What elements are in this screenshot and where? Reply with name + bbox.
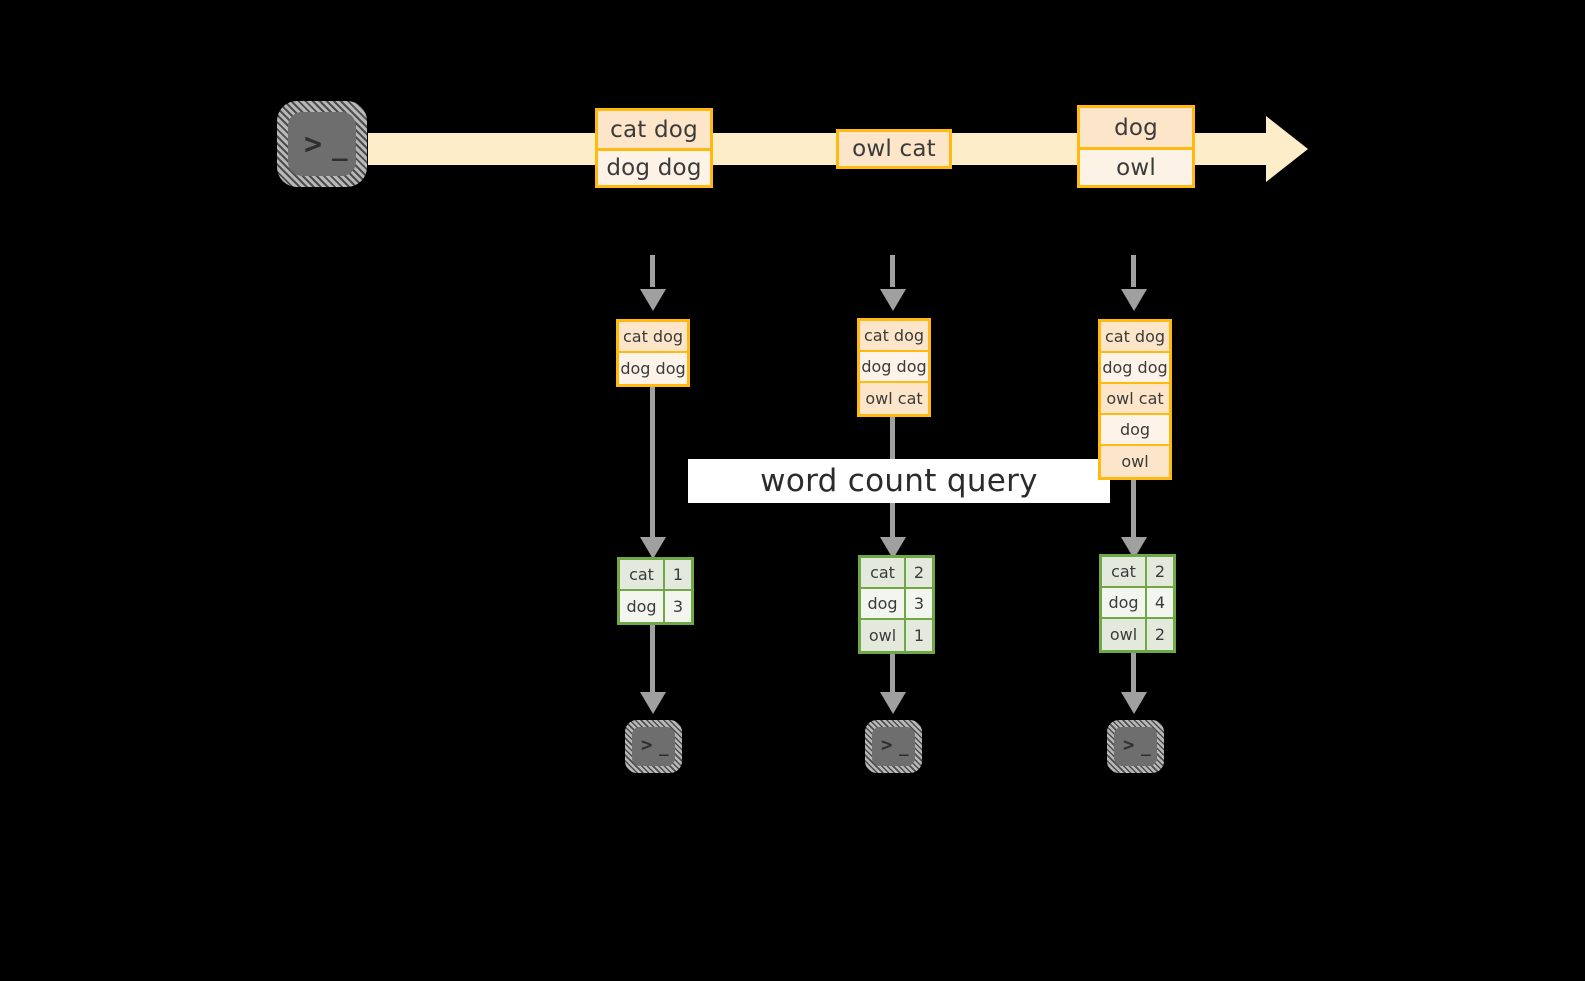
result-word-cell: owl <box>1102 619 1147 650</box>
result-word-cell: cat <box>861 558 906 587</box>
consumer-terminal-icon[interactable]: > _ <box>1107 720 1164 773</box>
snapshot-input-stack[interactable]: cat dog dog dog <box>616 319 690 387</box>
result-table[interactable]: cat 2 dog 4 owl 2 <box>1099 554 1176 653</box>
stream-event-box[interactable]: owl <box>1077 147 1195 188</box>
snapshot-feed-dash <box>1131 255 1136 287</box>
result-count-cell: 2 <box>1147 557 1173 586</box>
terminal-screen <box>1114 727 1157 766</box>
terminal-cursor-glyph: _ <box>659 737 669 756</box>
terminal-prompt-glyph: > <box>881 734 893 756</box>
result-word-cell: dog <box>1102 588 1147 617</box>
query-connector-line <box>1131 478 1136 543</box>
result-count-cell: 4 <box>1147 588 1173 617</box>
query-connector-arrowhead <box>880 537 906 559</box>
snapshot-feed-dash <box>650 255 655 287</box>
snapshot-input-stack[interactable]: cat dog dog dog owl cat <box>857 318 931 417</box>
result-count-cell: 2 <box>906 558 932 587</box>
terminal-cursor-glyph: _ <box>1141 737 1151 756</box>
result-table[interactable]: cat 1 dog 3 <box>617 557 694 625</box>
result-word-cell: owl <box>861 620 906 651</box>
stream-event-box[interactable]: dog <box>1077 105 1195 147</box>
result-connector-arrowhead <box>1121 692 1147 714</box>
result-word-cell: cat <box>620 560 665 589</box>
result-count-cell: 1 <box>665 560 691 589</box>
snapshot-feed-dash <box>890 255 895 287</box>
result-count-cell: 2 <box>1147 619 1173 650</box>
stream-event-box[interactable]: dog dog <box>595 148 713 188</box>
terminal-prompt-glyph: > <box>304 127 323 162</box>
terminal-prompt-glyph: > <box>1123 734 1135 756</box>
terminal-cursor-glyph: _ <box>332 132 348 162</box>
result-word-cell: cat <box>1102 557 1147 586</box>
snapshot-input-row: owl <box>1101 446 1169 477</box>
terminal-screen <box>872 727 915 766</box>
terminal-prompt-glyph: > <box>641 734 653 756</box>
result-connector-arrowhead <box>640 692 666 714</box>
consumer-terminal-icon[interactable]: > _ <box>865 720 922 773</box>
result-row: cat 2 <box>861 558 932 589</box>
result-row: dog 4 <box>1102 588 1173 619</box>
snapshot-feed-arrowhead <box>880 289 906 311</box>
result-row: cat 2 <box>1102 557 1173 588</box>
stream-arrow-head <box>1266 116 1308 182</box>
snapshot-feed-arrowhead <box>1121 289 1147 311</box>
snapshot-input-row: dog dog <box>860 352 928 383</box>
result-count-cell: 1 <box>906 620 932 651</box>
result-table[interactable]: cat 2 dog 3 owl 1 <box>858 555 935 654</box>
query-connector-arrowhead <box>640 537 666 559</box>
result-row: owl 1 <box>861 620 932 651</box>
snapshot-input-row: dog dog <box>619 353 687 384</box>
snapshot-input-row: dog <box>1101 415 1169 446</box>
result-connector-line <box>890 654 895 698</box>
result-count-cell: 3 <box>906 589 932 618</box>
result-connector-line <box>650 624 655 698</box>
stream-event-text: owl <box>1116 154 1156 181</box>
query-connector-line <box>650 385 655 543</box>
snapshot-feed-arrowhead <box>640 289 666 311</box>
terminal-cursor-glyph: _ <box>899 737 909 756</box>
stream-event-text: cat dog <box>610 116 698 143</box>
result-connector-arrowhead <box>880 692 906 714</box>
snapshot-input-row: owl cat <box>860 383 928 414</box>
terminal-screen <box>288 112 356 176</box>
query-label-text: word count query <box>760 463 1038 499</box>
result-row: dog 3 <box>861 589 932 620</box>
query-connector-arrowhead <box>1121 537 1147 559</box>
stream-event-box[interactable]: cat dog <box>595 108 713 148</box>
producer-terminal-icon[interactable]: > _ <box>277 101 367 187</box>
consumer-terminal-icon[interactable]: > _ <box>625 720 682 773</box>
snapshot-input-row: dog dog <box>1101 353 1169 384</box>
stream-event-text: dog <box>1114 114 1158 141</box>
result-word-cell: dog <box>861 589 906 618</box>
snapshot-input-row: cat dog <box>1101 322 1169 353</box>
terminal-screen <box>632 727 675 766</box>
stream-event-box[interactable]: owl cat <box>836 129 952 169</box>
result-connector-line <box>1131 653 1136 698</box>
snapshot-input-row: cat dog <box>619 322 687 353</box>
snapshot-input-row: cat dog <box>860 321 928 352</box>
result-row: dog 3 <box>620 591 691 622</box>
result-word-cell: dog <box>620 591 665 622</box>
stream-event-text: owl cat <box>852 136 936 162</box>
snapshot-input-row: owl cat <box>1101 384 1169 415</box>
snapshot-input-stack[interactable]: cat dog dog dog owl cat dog owl <box>1098 319 1172 480</box>
query-label: word count query <box>688 459 1110 503</box>
result-row: owl 2 <box>1102 619 1173 650</box>
result-row: cat 1 <box>620 560 691 591</box>
stream-event-text: dog dog <box>606 155 702 181</box>
result-count-cell: 3 <box>665 591 691 622</box>
